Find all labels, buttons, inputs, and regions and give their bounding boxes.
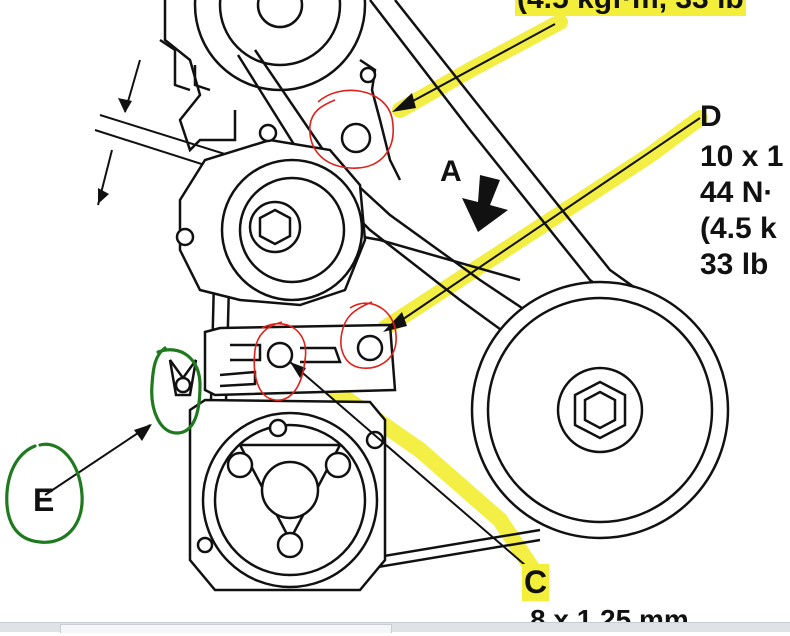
- lower-pulley: [188, 398, 387, 592]
- spec-d-line-2: 44 N·: [700, 176, 774, 209]
- label-d: D: [700, 100, 722, 133]
- top-torque-spec: (4.5 kgf·m, 33 lb: [515, 0, 746, 16]
- spec-d-line-4: 33 lb: [700, 248, 769, 281]
- bottom-tab-strip: [60, 624, 392, 633]
- label-e: E: [33, 482, 55, 518]
- tensioner-pulley: [175, 123, 367, 307]
- upper-bolt: [340, 66, 377, 154]
- top-pulley: [193, 0, 367, 92]
- spec-d-line-1: 10 x 1: [700, 140, 784, 173]
- adjusting-bracket: [203, 323, 397, 397]
- red-markup-circles: [253, 89, 397, 401]
- dimension-arrowheads: [98, 98, 132, 204]
- label-c: C: [522, 564, 550, 601]
- spec-d-line-3: (4.5 k: [700, 212, 777, 245]
- leader-lines: [44, 23, 701, 579]
- wing-nut: [168, 359, 198, 397]
- green-markup: [5, 346, 202, 544]
- window-bottom-bar: [0, 622, 790, 633]
- crankshaft-pulley: [470, 280, 730, 540]
- label-a: A: [440, 155, 462, 188]
- direction-arrow-a: [462, 175, 508, 232]
